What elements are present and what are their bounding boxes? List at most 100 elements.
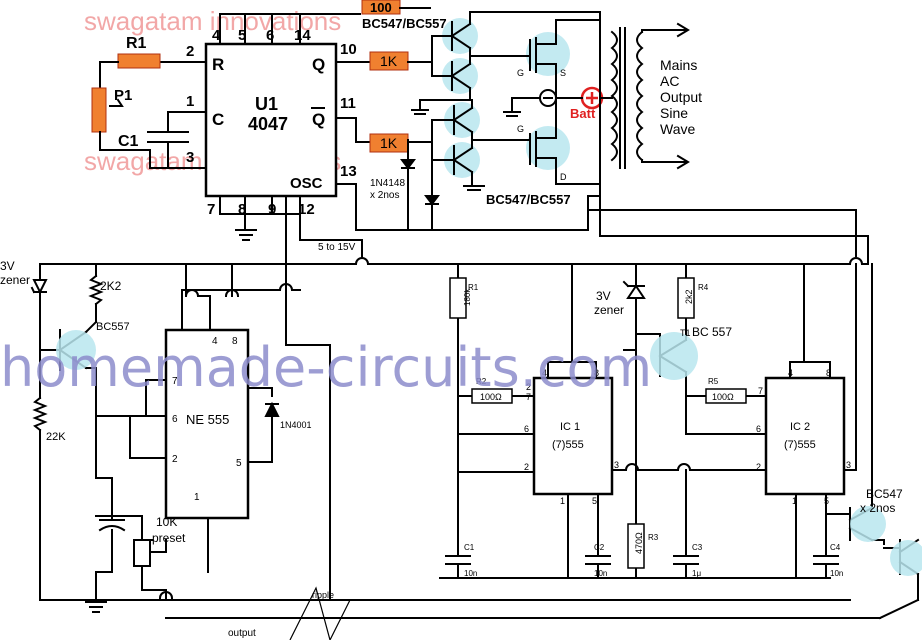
mosfet-a-s: S — [560, 68, 566, 78]
c1-label: C1 — [118, 133, 139, 150]
ic2-pin-5: 5 — [824, 496, 829, 506]
ic-r1-label: R1 — [468, 283, 479, 292]
ic1-pin-2: 2 — [524, 462, 529, 472]
u1-pin-13: 13 — [340, 163, 357, 180]
ic-r4-label: R4 — [698, 283, 709, 292]
mosfet-b-d: D — [560, 172, 567, 182]
r-1k-a-label: 1K — [380, 53, 398, 69]
ic-c1-value: 10n — [464, 569, 477, 578]
r-100-label: 100 — [370, 0, 392, 15]
ic-c3-value: 1μ — [692, 569, 701, 578]
ne555-label: NE 555 — [186, 412, 229, 427]
mains-line-5: Wave — [660, 121, 695, 137]
u1-pin-9: 9 — [268, 201, 276, 218]
diodes-label-2: x 2nos — [370, 190, 399, 201]
bc547-count: x 2nos — [860, 501, 895, 515]
ic2-pin-4: 4 — [788, 368, 793, 378]
u1-pin-3: 3 — [186, 149, 194, 166]
u1-part: 4047 — [248, 114, 288, 134]
u1-pin-2: 2 — [186, 43, 194, 60]
watermark-top: swagatam innovations — [84, 6, 341, 36]
left-zener-value: 3V — [0, 259, 15, 273]
ne555-diode: 1N4001 — [280, 420, 312, 430]
ne555-pin-4: 4 — [212, 336, 218, 347]
r1-label: R1 — [126, 35, 147, 52]
mosfet-b-g: G — [517, 124, 524, 134]
ic-r3-label: R3 — [648, 533, 659, 542]
ic1-name: IC 1 — [560, 421, 580, 433]
ic-c4-label: C4 — [830, 543, 841, 552]
u1-pin-14: 14 — [294, 27, 311, 44]
ic-r2-label: R2 — [476, 377, 487, 386]
supply-label: 5 to 15V — [318, 242, 356, 253]
u1-pin-6: 6 — [266, 27, 274, 44]
u1-pin-5: 5 — [238, 27, 246, 44]
ic-r2 — [471, 388, 513, 404]
left-bc557: BC557 — [96, 321, 130, 333]
u1-label-r: R — [212, 55, 224, 74]
ic-r5-label: R5 — [708, 377, 719, 386]
ic2-pin-2: 2 — [756, 462, 761, 472]
left-r22k: 22K — [46, 431, 66, 443]
u1-pin-4: 4 — [212, 27, 221, 44]
ic-c2-label: C2 — [594, 543, 605, 552]
ic-r3-value: 470Ω — [634, 532, 644, 554]
ic-c4-value: 10n — [830, 569, 843, 578]
mains-line-2: AC — [660, 73, 679, 89]
u1-pin-1: 1 — [186, 93, 194, 110]
watermark-blue: homemade-circuits.com — [0, 336, 652, 399]
ripple-label: ripple — [312, 590, 334, 600]
p1-pot — [91, 87, 107, 133]
mains-line-3: Output — [660, 89, 702, 105]
right-zener-value: 3V — [596, 289, 611, 303]
u1-label-c: C — [212, 110, 224, 129]
ic1-pin-6: 6 — [524, 424, 529, 434]
ic2-pin-7: 7 — [758, 386, 763, 396]
ic2-part: (7)555 — [784, 439, 816, 451]
t1-label: T1 — [680, 328, 691, 338]
ne555-pin-1: 1 — [194, 492, 200, 503]
ic-c2-value: 10n — [594, 569, 607, 578]
u1-pin-8: 8 — [238, 201, 246, 218]
output-label: output — [228, 628, 256, 639]
sawtooth-wave — [289, 586, 351, 640]
ic-r1-value: 180k — [463, 288, 472, 306]
u1-pin-7: 7 — [207, 201, 215, 218]
mains-line-4: Sine — [660, 105, 688, 121]
u1-label-q: Q — [312, 55, 325, 74]
ic-c1-label: C1 — [464, 543, 475, 552]
bc-bottom-label: BC547/BC557 — [486, 192, 571, 207]
battery-label: Batt — [570, 106, 596, 121]
u1-name: U1 — [255, 94, 278, 114]
preset-label: preset — [152, 531, 186, 545]
ic-r3 — [627, 523, 645, 569]
ic2-pin-8: 8 — [826, 368, 831, 378]
ic2-pin-3: 3 — [846, 460, 851, 470]
ne555-pin-2: 2 — [172, 454, 178, 465]
ic1-pin-7: 7 — [526, 392, 531, 402]
ne555-pin-8: 8 — [232, 336, 238, 347]
ic-r2-value: 100Ω — [480, 392, 502, 402]
ic-r4 — [677, 277, 695, 319]
ic-r1 — [449, 277, 467, 319]
ic-r5-value: 100Ω — [712, 392, 734, 402]
ic1-pin-2a: 2 — [526, 382, 531, 392]
mains-line-1: Mains — [660, 57, 697, 73]
ic1-part: (7)555 — [552, 439, 584, 451]
diodes-label: 1N4148 — [370, 178, 405, 189]
ne555-pin-6: 6 — [172, 414, 178, 425]
ic1-pin-8: 8 — [594, 368, 599, 378]
ic-r5 — [705, 388, 747, 404]
ic-r4-value: 2k2 — [684, 289, 694, 304]
ic2-chip — [764, 376, 846, 496]
right-zener-label: zener — [594, 303, 624, 317]
ic-c3-label: C3 — [692, 543, 703, 552]
left-zener-label: zener — [0, 273, 30, 287]
ic2-name: IC 2 — [790, 421, 810, 433]
bc547-label: BC547 — [866, 487, 903, 501]
ic2-pin-6: 6 — [756, 424, 761, 434]
u1-pin-12: 12 — [298, 201, 315, 218]
ic2-pin-1: 1 — [792, 496, 797, 506]
